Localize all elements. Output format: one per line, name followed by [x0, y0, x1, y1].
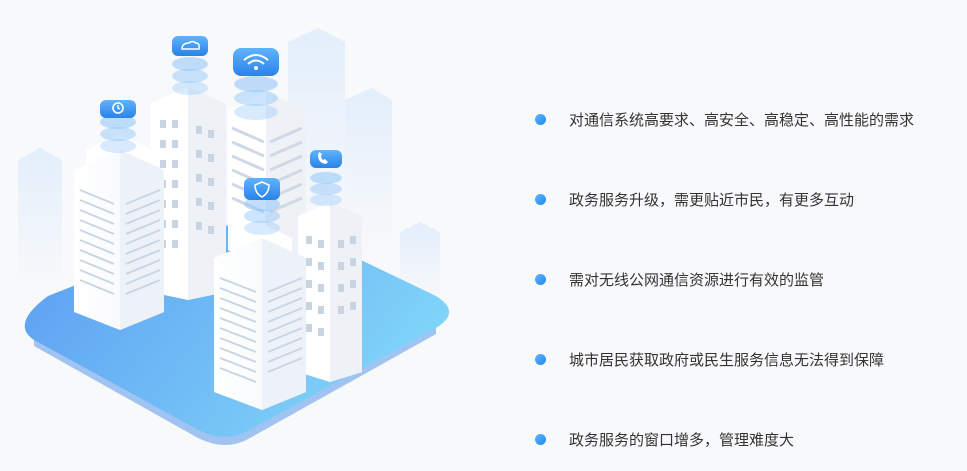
list-item-text: 需对无线公网通信资源进行有效的监管 [569, 270, 825, 289]
bullet-dot [535, 113, 546, 125]
background-towers [18, 28, 440, 300]
list-item: 政务服务的窗口增多，管理难度大 [535, 427, 794, 451]
list-item-text: 政务服务的窗口增多，管理难度大 [569, 430, 795, 449]
cloud-icon [172, 36, 208, 95]
smart-city-illustration [18, 28, 449, 445]
bullet-dot [535, 273, 546, 285]
clock-icon [100, 100, 136, 153]
list-item: 政务服务升级，需更贴近市民，有更多互动 [535, 187, 854, 211]
phone-icon [310, 150, 342, 206]
shield-icon [244, 178, 280, 235]
wifi-icon [233, 48, 279, 120]
bullet-dot [535, 353, 546, 365]
list-item-text: 政务服务升级，需更贴近市民，有更多互动 [569, 190, 855, 209]
bullet-dot [535, 433, 546, 445]
list-item-text: 城市居民获取政府或民生服务信息无法得到保障 [569, 350, 885, 369]
building-front [214, 224, 306, 410]
list-item: 城市居民获取政府或民生服务信息无法得到保障 [535, 347, 884, 371]
building-left [74, 134, 164, 330]
bullet-dot [535, 193, 546, 205]
list-item-text: 对通信系统高要求、高安全、高稳定、高性能的需求 [569, 110, 915, 129]
requirements-list: 对通信系统高要求、高安全、高稳定、高性能的需求 政务服务升级，需更贴近市民，有更… [535, 0, 965, 471]
list-item: 需对无线公网通信资源进行有效的监管 [535, 267, 824, 291]
building-right [298, 202, 362, 382]
list-item: 对通信系统高要求、高安全、高稳定、高性能的需求 [535, 107, 914, 131]
